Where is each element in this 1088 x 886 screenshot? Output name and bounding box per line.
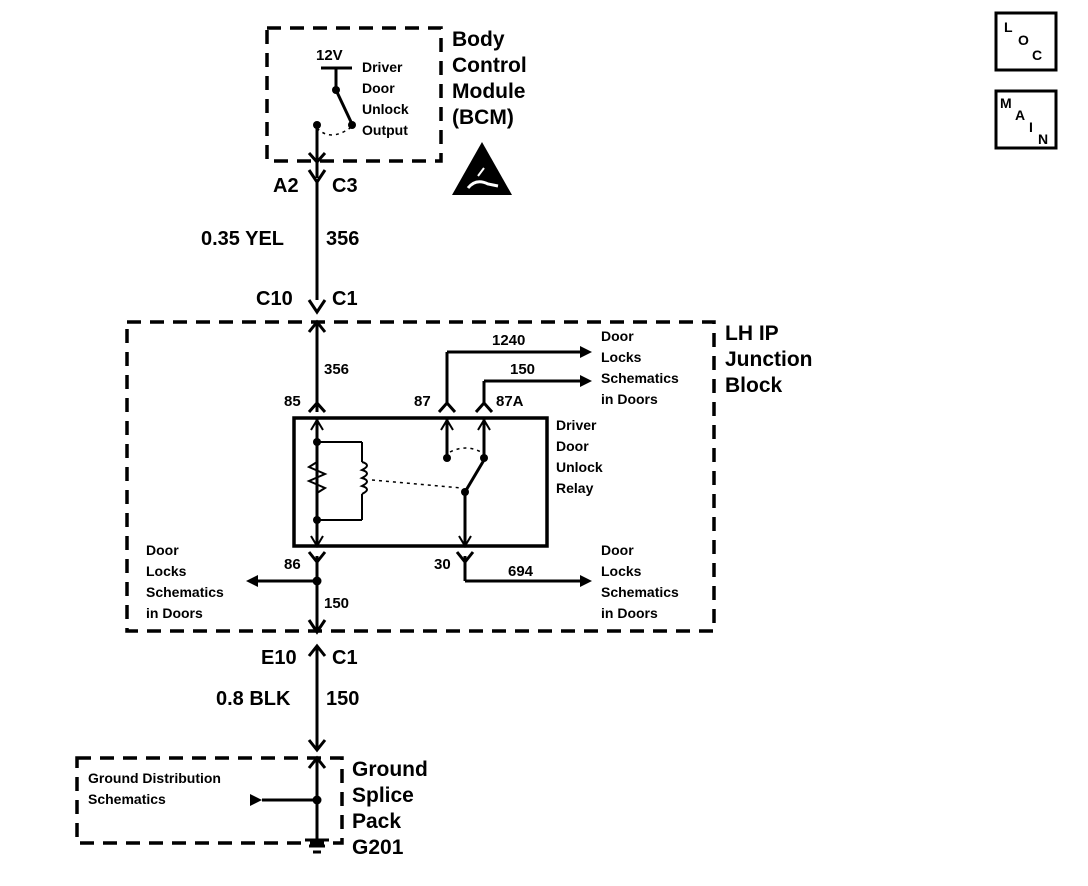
junction-connector-bottom-left: E10 (261, 647, 297, 669)
bcm-title-line4: (BCM) (452, 106, 514, 129)
dest-left-line3: Schematics (146, 584, 224, 600)
wire-bottom-gauge: 0.8 BLK (216, 688, 291, 710)
pin-86: 86 (284, 556, 301, 573)
relay-label-line2: Door (556, 438, 589, 454)
wire-top-circuit: 356 (326, 228, 359, 250)
dest-bottom-right-line4: in Doors (601, 605, 658, 621)
ground-title-line4: G201 (352, 836, 404, 859)
dest-top-line1: Door (601, 328, 634, 344)
svg-text:O: O (1018, 32, 1029, 48)
dest-left-line1: Door (146, 542, 179, 558)
ground-title-line2: Splice (352, 784, 414, 807)
coil-icon (359, 442, 368, 520)
junction-wire-356: 356 (324, 361, 349, 378)
circuit-150-top: 150 (510, 361, 535, 378)
svg-text:I: I (1029, 119, 1033, 135)
dest-bottom-right-line1: Door (601, 542, 634, 558)
bcm-output-line2: Door (362, 80, 395, 96)
wire-top-gauge: 0.35 YEL (201, 228, 284, 250)
dest-top-line3: Schematics (601, 370, 679, 386)
ground-symbol-icon (305, 838, 329, 854)
dest-bottom-right-line3: Schematics (601, 584, 679, 600)
ground-title-line3: Pack (352, 810, 401, 833)
ground-dashed-box (75, 756, 344, 845)
dest-left-line2: Locks (146, 563, 187, 579)
bcm-connector-right: C3 (332, 175, 358, 197)
ground-title-line1: Ground (352, 758, 428, 781)
relay-label-line3: Unlock (556, 459, 603, 475)
pin-85: 85 (284, 393, 301, 410)
ground-ref-line2: Schematics (88, 791, 166, 807)
junction-title-line3: Block (725, 374, 783, 397)
circuit-694: 694 (508, 563, 534, 580)
svg-text:M: M (1000, 95, 1012, 111)
bcm-dashed-box (265, 26, 443, 163)
relay-label-line4: Relay (556, 480, 594, 496)
junction-title-line2: Junction (725, 348, 813, 371)
dest-left-line4: in Doors (146, 605, 203, 621)
bcm-title-line3: Module (452, 80, 526, 103)
junction-connector-bottom-right: C1 (332, 647, 358, 669)
junction-dashed-box (125, 320, 716, 633)
circuit-150-bottom: 150 (324, 595, 349, 612)
bcm-output-line1: Driver (362, 59, 403, 75)
main-icon[interactable]: M A I N (994, 89, 1058, 150)
esd-warning-icon (452, 142, 512, 195)
junction-connector-top-right: C1 (332, 288, 358, 310)
switch-icon (313, 86, 356, 136)
dest-top-line2: Locks (601, 349, 642, 365)
pin-87a: 87A (496, 393, 524, 410)
bcm-title-line1: Body (452, 28, 505, 51)
loc-icon[interactable]: L O C (994, 11, 1058, 72)
relay-box (292, 416, 549, 548)
pin-87: 87 (414, 393, 431, 410)
bcm-voltage-label: 12V (316, 47, 343, 64)
junction-connector-top-left: C10 (256, 288, 293, 310)
bcm-output-line4: Output (362, 122, 408, 138)
junction-title-line1: LH IP (725, 322, 779, 345)
dest-top-line4: in Doors (601, 391, 658, 407)
wire-bottom-circuit: 150 (326, 688, 359, 710)
bcm-connector-left: A2 (273, 175, 299, 197)
circuit-1240: 1240 (492, 332, 525, 349)
svg-text:A: A (1015, 107, 1025, 123)
svg-text:L: L (1004, 19, 1013, 35)
bcm-title-line2: Control (452, 54, 527, 77)
svg-text:C: C (1032, 47, 1042, 63)
bcm-output-line3: Unlock (362, 101, 409, 117)
resistor-icon (306, 461, 328, 494)
ground-ref-line1: Ground Distribution (88, 770, 221, 786)
svg-text:N: N (1038, 131, 1048, 147)
dest-bottom-right-line2: Locks (601, 563, 642, 579)
pin-30: 30 (434, 556, 451, 573)
relay-label-line1: Driver (556, 417, 597, 433)
